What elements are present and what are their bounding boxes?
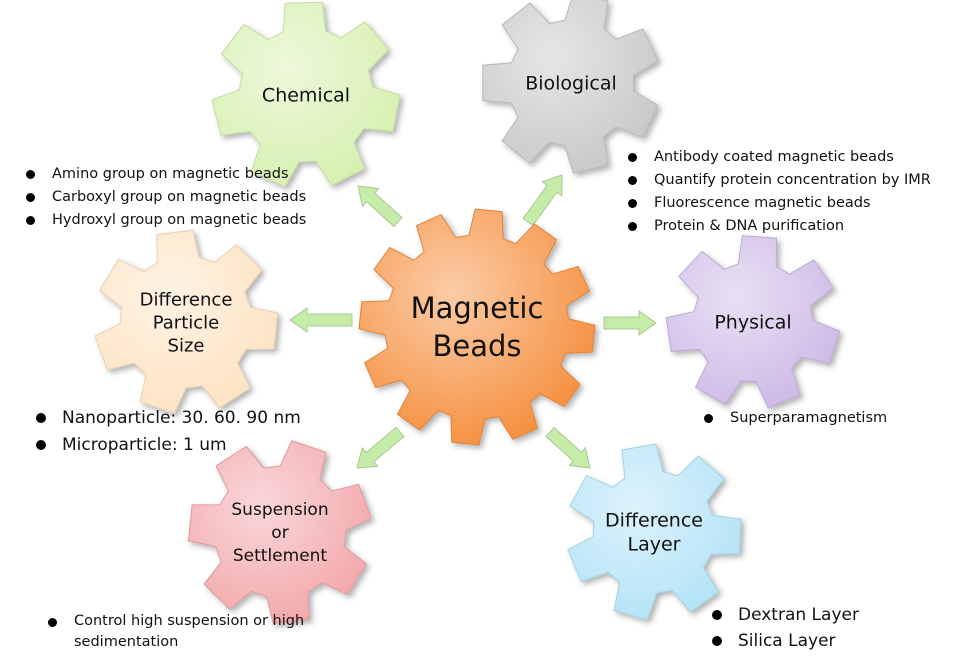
biological-gear: [482, 0, 659, 174]
bullet-item: Amino group on magnetic beads: [26, 163, 346, 186]
layer-bullets: Dextran Layer Silica Layer: [712, 602, 932, 654]
arrow: [356, 426, 405, 469]
bullet-item: Control high suspension or high sediment…: [48, 611, 338, 653]
particle-size-gear: [94, 229, 279, 414]
chemical-gear: [211, 1, 401, 188]
arrow: [522, 174, 563, 227]
physical-gear: [665, 235, 841, 409]
biological-label: Biological: [525, 73, 617, 95]
physical-label: Physical: [714, 312, 791, 334]
bullet-item: Carboxyl group on magnetic beads: [26, 186, 346, 209]
bullet-item: Fluorescence magnetic beads: [628, 192, 948, 215]
particle-size-bullets: Nanoparticle: 30. 60. 90 nm Microparticl…: [36, 405, 336, 459]
chemical-bullets: Amino group on magnetic beads Carboxyl g…: [26, 163, 346, 232]
bullet-item: Antibody coated magnetic beads: [628, 146, 948, 169]
suspension-gear: [187, 440, 372, 625]
arrow: [603, 310, 657, 336]
bullet-item: Dextran Layer: [712, 602, 932, 628]
arrow: [357, 185, 403, 228]
arrows-group: [289, 174, 657, 469]
bullet-item: Quantify protein concentration by IMR: [628, 169, 948, 192]
bullet-item: Nanoparticle: 30. 60. 90 nm: [36, 405, 336, 432]
arrow: [289, 307, 353, 333]
bullet-item: Superparamagnetism: [704, 407, 934, 430]
bullet-item: Silica Layer: [712, 628, 932, 654]
suspension-bullets: Control high suspension or high sediment…: [48, 611, 338, 653]
bullet-item: Microparticle: 1 um: [36, 432, 336, 459]
layer-gear: [567, 443, 742, 621]
bullet-item: Hydroxyl group on magnetic beads: [26, 209, 346, 232]
chemical-label: Chemical: [262, 85, 350, 107]
biological-bullets: Antibody coated magnetic beads Quantify …: [628, 146, 948, 238]
bullet-item: Protein & DNA purification: [628, 215, 948, 238]
physical-bullets: Superparamagnetism: [704, 407, 934, 430]
arrow: [545, 426, 591, 469]
magnetic-beads-gear: [358, 208, 596, 446]
